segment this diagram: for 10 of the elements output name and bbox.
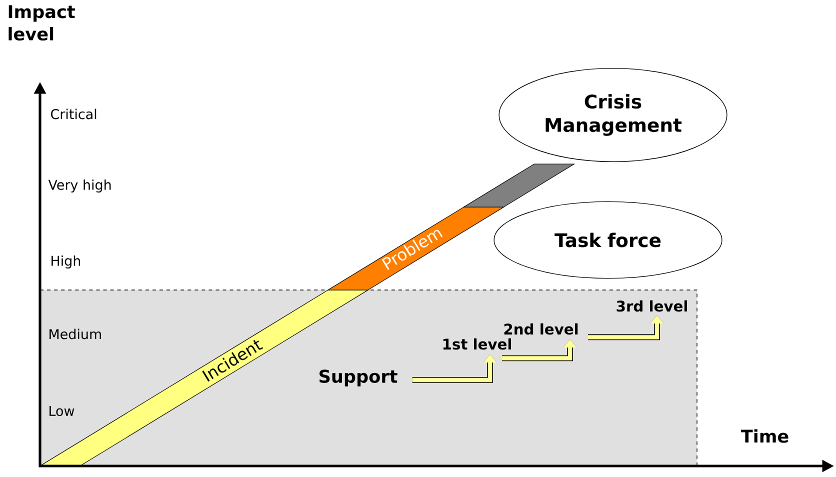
level-name: Critical [51, 108, 96, 120]
level-label: 1st level [443, 338, 511, 350]
axis-title: Time [740, 429, 788, 443]
level-name: Medium [50, 328, 101, 340]
level-name: Low [50, 406, 74, 416]
level-name: High [52, 255, 80, 268]
axis-title: Impact level [8, 5, 75, 41]
level-name: Very high [48, 179, 111, 192]
level-label: 3rd level [616, 300, 687, 312]
level-label: 2nd level [504, 323, 578, 335]
